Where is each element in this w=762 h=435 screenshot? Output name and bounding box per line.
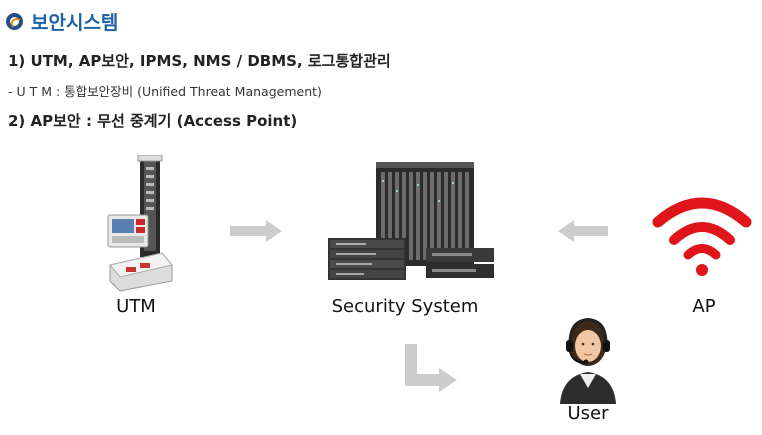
user-label: User bbox=[567, 403, 609, 424]
arrow-left-icon bbox=[558, 220, 608, 242]
arrow-right-icon bbox=[230, 220, 282, 242]
ap-label: AP bbox=[692, 296, 716, 317]
item-2-text: 2) AP보안 : 무선 중계기 (Access Point) bbox=[8, 112, 298, 130]
security-system-label: Security System bbox=[331, 296, 479, 317]
circle-bullet-icon bbox=[6, 13, 23, 30]
utm-label: UTM bbox=[116, 296, 156, 317]
utm-device-icon bbox=[107, 155, 173, 292]
item-1-text: 1) UTM, AP보안, IPMS, NMS / DBMS, 로그통합관리 bbox=[8, 52, 391, 70]
server-rack-icon bbox=[328, 162, 494, 280]
arrow-corner-icon bbox=[405, 344, 457, 392]
wifi-icon bbox=[652, 197, 752, 276]
page-header: 보안시스템 bbox=[6, 8, 118, 35]
user-headset-icon bbox=[560, 318, 616, 404]
item-1-detail: - U T M : 통합보안장비 (Unified Threat Managem… bbox=[8, 84, 322, 99]
page-title: 보안시스템 bbox=[31, 12, 119, 34]
